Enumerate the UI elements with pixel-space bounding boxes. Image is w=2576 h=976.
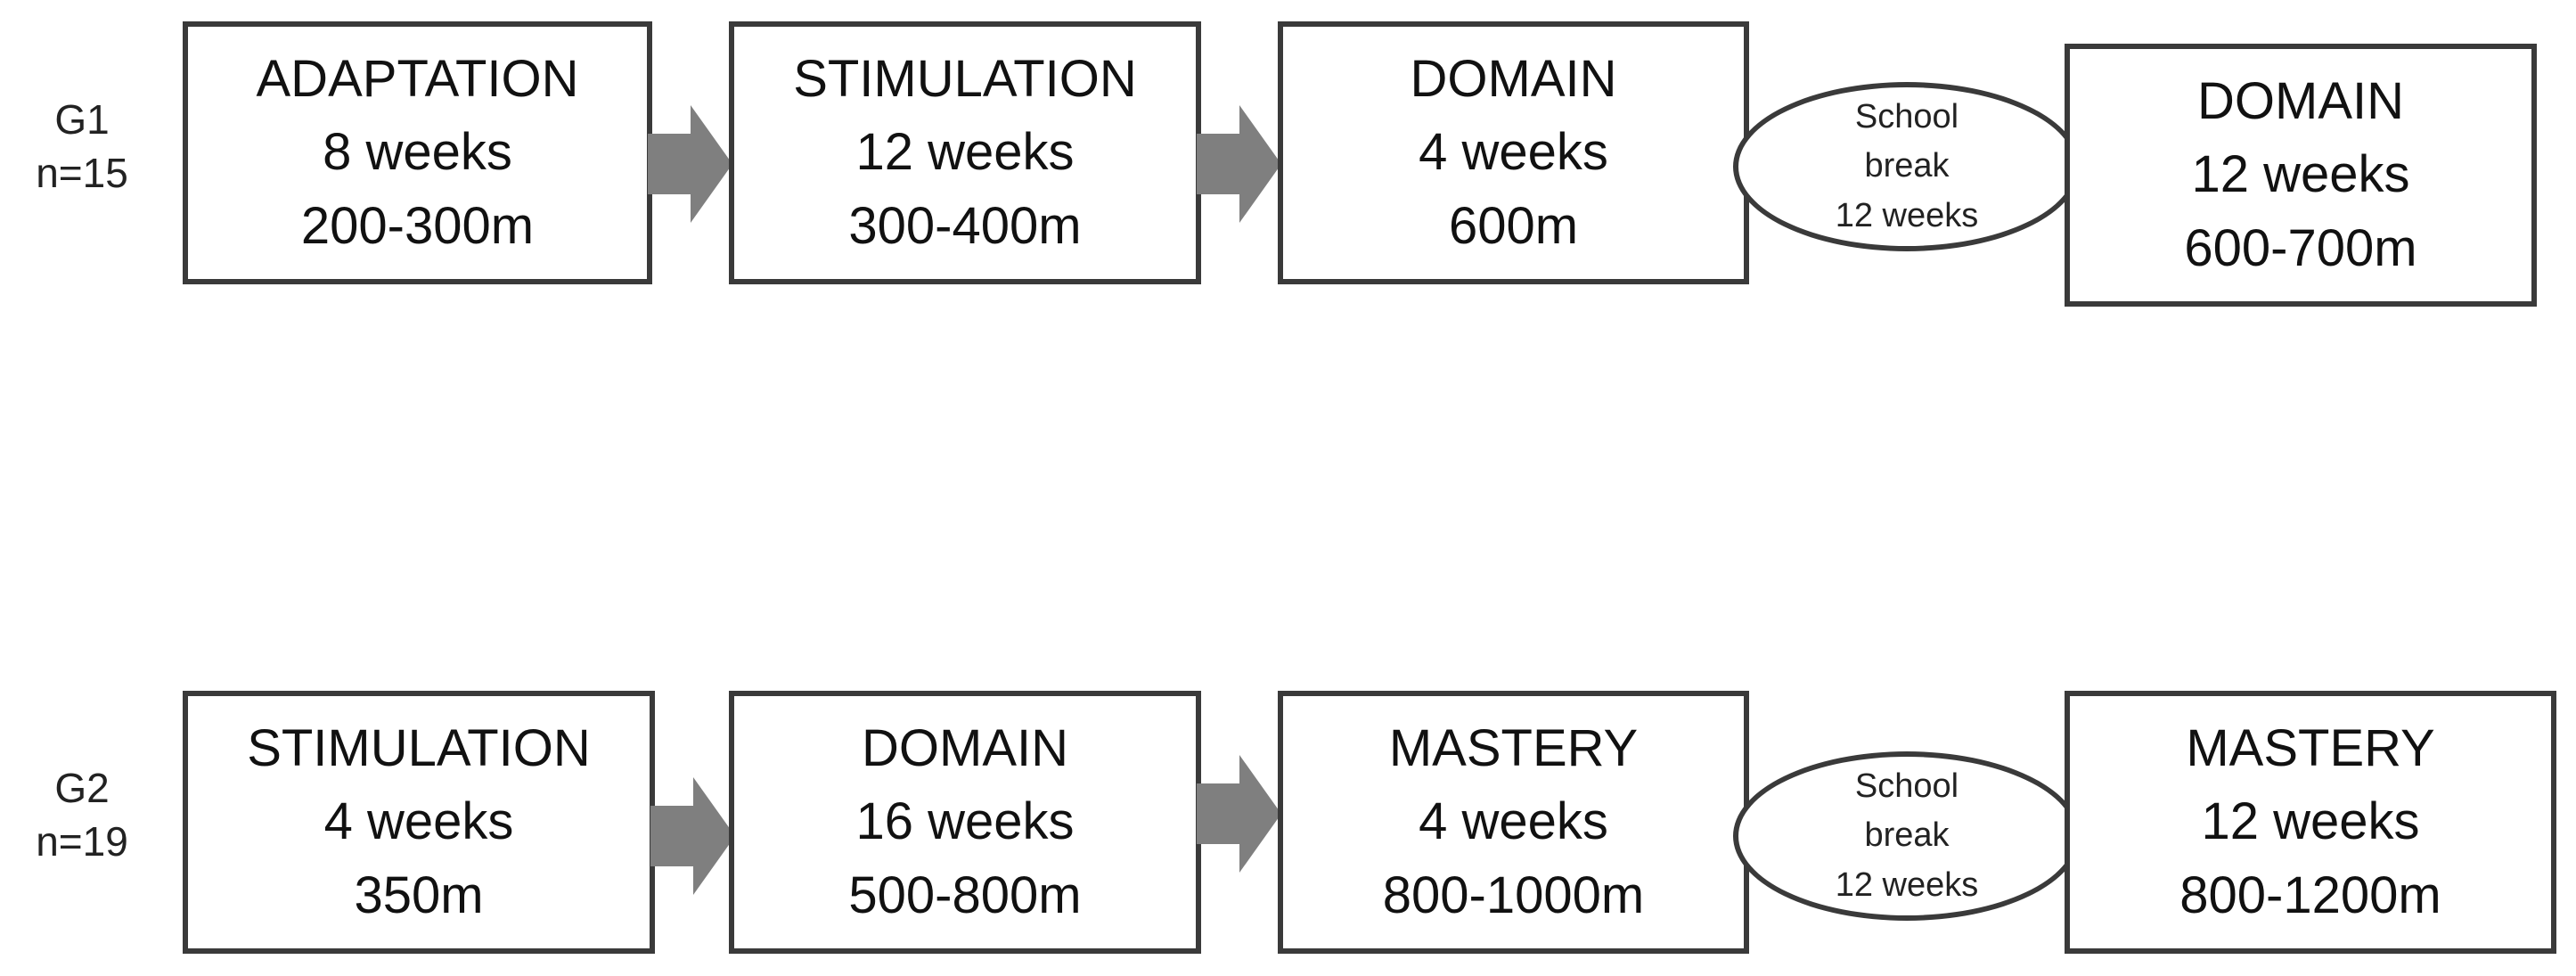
group-size: n=19 — [36, 817, 128, 865]
break-line-3: 12 weeks — [1835, 865, 1979, 904]
stage-box-g1-domain: DOMAIN 4 weeks 600m — [1278, 21, 1749, 284]
group-size: n=15 — [36, 149, 128, 196]
break-line-3: 12 weeks — [1835, 196, 1979, 234]
stage-duration: 12 weeks — [2201, 792, 2420, 851]
stage-box-g1-final-domain: DOMAIN 12 weeks 600-700m — [2065, 44, 2537, 307]
stage-distance: 800-1200m — [2179, 865, 2441, 924]
stage-duration: 8 weeks — [323, 123, 512, 182]
stage-duration: 4 weeks — [1419, 123, 1608, 182]
stage-distance: 300-400m — [848, 196, 1082, 255]
arrow-icon — [1197, 105, 1281, 223]
stage-title: STIMULATION — [247, 718, 591, 777]
stage-duration: 16 weeks — [855, 792, 1075, 851]
break-line-1: School — [1854, 767, 1959, 806]
group-name: G1 — [54, 96, 110, 143]
stage-distance: 500-800m — [848, 865, 1082, 924]
stage-box-g1-adaptation: ADAPTATION 8 weeks 200-300m — [183, 21, 652, 284]
arrow-icon — [648, 105, 732, 223]
break-line-2: break — [1864, 147, 1950, 185]
stage-title: MASTERY — [2186, 718, 2435, 777]
stage-distance: 350m — [354, 865, 484, 924]
stage-box-g1-stimulation: STIMULATION 12 weeks 300-400m — [729, 21, 1201, 284]
stage-title: ADAPTATION — [256, 49, 579, 108]
group-name: G2 — [54, 765, 110, 811]
stage-box-g2-stimulation: STIMULATION 4 weeks 350m — [183, 691, 655, 954]
stage-box-g2-final-mastery: MASTERY 12 weeks 800-1200m — [2065, 691, 2556, 954]
stage-distance: 600m — [1448, 196, 1579, 255]
arrow-icon — [650, 777, 735, 895]
stage-distance: 600-700m — [2184, 218, 2417, 277]
school-break-ellipse-g2: School break 12 weeks — [1733, 751, 2081, 921]
break-line-2: break — [1864, 816, 1950, 855]
stage-title: MASTERY — [1388, 718, 1639, 777]
stage-distance: 800-1000m — [1382, 865, 1645, 924]
stage-title: DOMAIN — [862, 718, 1068, 777]
stage-duration: 4 weeks — [323, 792, 514, 851]
stage-box-g2-domain: DOMAIN 16 weeks 500-800m — [729, 691, 1201, 954]
school-break-ellipse-g1: School break 12 weeks — [1733, 82, 2081, 251]
stage-duration: 12 weeks — [2191, 145, 2410, 204]
stage-duration: 12 weeks — [855, 123, 1075, 182]
stage-title: DOMAIN — [1410, 49, 1617, 108]
stage-duration: 4 weeks — [1419, 792, 1608, 851]
break-line-1: School — [1854, 98, 1959, 136]
arrow-icon — [1197, 755, 1281, 873]
stage-title: DOMAIN — [2197, 71, 2404, 130]
stage-box-g2-mastery: MASTERY 4 weeks 800-1000m — [1278, 691, 1749, 954]
stage-title: STIMULATION — [793, 49, 1137, 108]
group-label-g1: G1 n=15 — [11, 94, 153, 201]
group-label-g2: G2 n=19 — [11, 762, 153, 869]
stage-distance: 200-300m — [300, 196, 535, 255]
